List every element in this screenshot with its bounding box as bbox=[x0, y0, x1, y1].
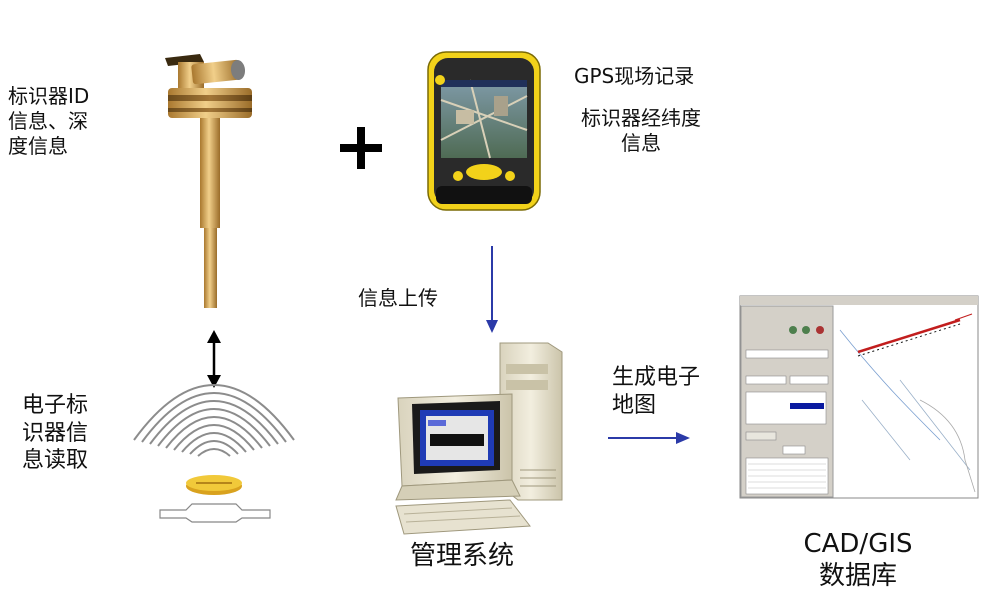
marker-info-label: 标识器ID 信息、深 度信息 bbox=[8, 84, 90, 158]
cad-gis-label: CAD/GIS bbox=[803, 529, 913, 559]
read-double-arrow bbox=[207, 330, 221, 388]
plus-sign bbox=[340, 127, 382, 169]
marker-latlon-label: 标识器经纬度 信息 bbox=[581, 106, 701, 155]
generate-map-label: 生成电子 地图 bbox=[612, 365, 701, 418]
electronic-marker-chip bbox=[186, 475, 242, 495]
management-system-label: 管理系统 bbox=[410, 541, 515, 571]
gps-record-label: GPS现场记录 bbox=[574, 64, 695, 88]
upload-label: 信息上传 bbox=[358, 286, 438, 310]
marker-locator-device bbox=[165, 54, 252, 308]
cad-gis-screenshot bbox=[739, 295, 979, 499]
management-computer bbox=[395, 342, 563, 535]
signal-waves bbox=[133, 384, 295, 457]
upload-arrow bbox=[486, 246, 498, 333]
generate-map-arrow bbox=[608, 432, 690, 444]
gps-handheld-device bbox=[427, 51, 541, 211]
database-label: 数据库 bbox=[818, 561, 897, 591]
read-marker-label: 电子标 识器信 息读取 bbox=[22, 393, 89, 473]
pipe-outline bbox=[159, 503, 271, 523]
